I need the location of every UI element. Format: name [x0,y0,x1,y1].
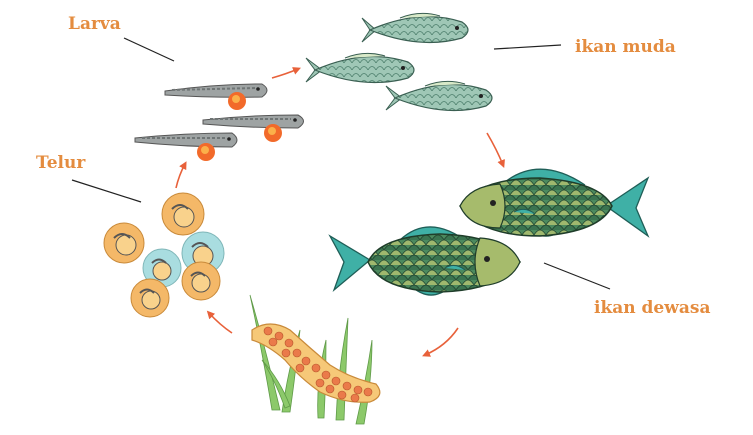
ikan-dewasa-leader-line [543,262,611,290]
spawn-eggs-on-grass-icon [249,294,381,425]
larva-icon [202,114,304,142]
arrow-muda-to-dewasa [486,132,505,168]
larva-group [134,83,304,161]
label-ikan-muda: ikan muda [575,37,676,57]
adult-fish-icon [459,168,650,238]
ikan-muda-leader-line [493,44,562,50]
egg-cluster [103,192,225,318]
arrow-telur-to-larva [175,161,187,189]
larva-leader-line [123,37,175,62]
cycle-arrows [175,67,505,357]
juvenile-fish-group [305,12,493,112]
juvenile-fish-icon [385,80,493,112]
larva-icon [134,132,238,161]
juvenile-fish-icon [305,52,415,84]
telur-leader-line [71,179,142,203]
egg-icon [142,248,182,288]
egg-icon [103,222,145,264]
label-telur: Telur [36,153,86,173]
arrow-dewasa-to-spawn [422,327,459,357]
larva-icon [164,83,268,110]
label-larva: Larva [68,14,121,34]
adult-fish-icon [328,226,521,296]
egg-icon [181,261,221,301]
label-ikan-dewasa: ikan dewasa [594,298,711,318]
leader-lines [71,37,611,290]
egg-icon [161,192,205,236]
adult-fish-group [328,168,650,296]
juvenile-fish-icon [361,12,469,44]
arrow-spawn-to-telur [206,310,233,334]
arrow-larva-to-muda [271,67,301,79]
egg-icon [130,278,170,318]
